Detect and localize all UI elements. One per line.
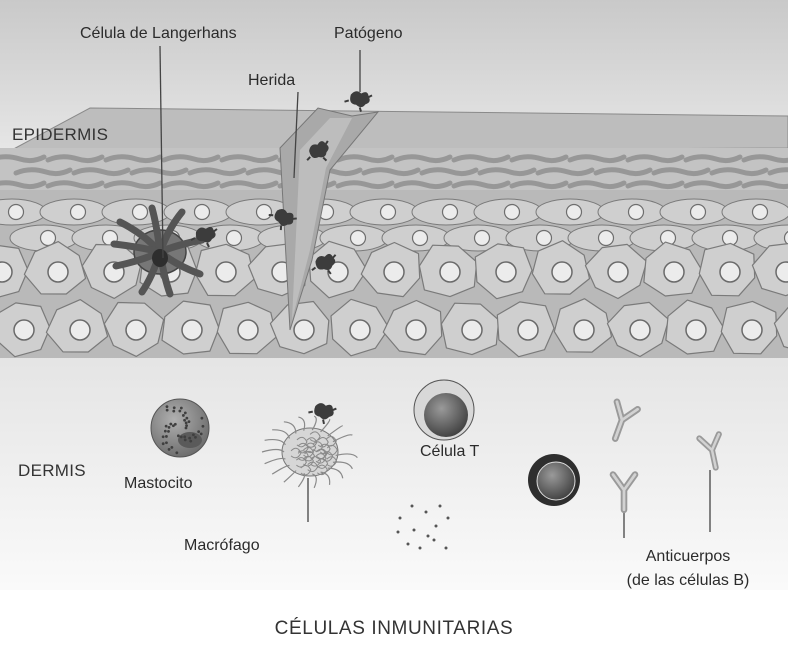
cell-nucleus xyxy=(567,205,582,220)
pathogen-label: Patógeno xyxy=(334,25,403,43)
cell-nucleus xyxy=(216,262,236,282)
cell-nucleus xyxy=(630,320,650,340)
cell-nucleus xyxy=(496,262,516,282)
granule-dot xyxy=(413,529,416,532)
cell-nucleus xyxy=(384,262,404,282)
cell-nucleus xyxy=(238,320,258,340)
cell-nucleus xyxy=(518,320,538,340)
cell-nucleus xyxy=(552,262,572,282)
dermis-label: DERMIS xyxy=(18,462,86,480)
cell-nucleus xyxy=(440,262,460,282)
cell-nucleus xyxy=(720,262,740,282)
cell-nucleus xyxy=(599,231,614,246)
cell-nucleus xyxy=(475,231,490,246)
diagram-title: CÉLULAS INMUNITARIAS xyxy=(275,620,514,638)
granule-dot xyxy=(433,539,436,542)
antibodies-label: Anticuerpos xyxy=(646,548,731,566)
cell-nucleus xyxy=(195,205,210,220)
cell-nucleus xyxy=(537,231,552,246)
antibodies-source-label: (de las células B) xyxy=(627,572,750,590)
cell-nucleus xyxy=(381,205,396,220)
cell-nucleus xyxy=(686,320,706,340)
cell-nucleus xyxy=(227,231,242,246)
b-cell xyxy=(528,454,580,506)
t-cell-label: Célula T xyxy=(420,443,479,461)
cell-nucleus xyxy=(664,262,684,282)
cell-nucleus xyxy=(133,205,148,220)
langerhans-nucleus xyxy=(152,249,168,267)
granule-dot xyxy=(407,543,410,546)
granule-dot xyxy=(445,547,448,550)
granule-dot xyxy=(411,505,414,508)
macrophage-label: Macrófago xyxy=(184,537,260,555)
langerhans-label: Célula de Langerhans xyxy=(80,25,237,43)
cell-nucleus xyxy=(443,205,458,220)
cell-nucleus xyxy=(351,231,366,246)
granule-dot xyxy=(399,517,402,520)
cell-nucleus xyxy=(350,320,370,340)
cell-nucleus xyxy=(574,320,594,340)
granule-dot xyxy=(397,531,400,534)
granule-dot xyxy=(419,547,422,550)
wound-label: Herida xyxy=(248,72,295,90)
cell-nucleus xyxy=(294,320,314,340)
cell-nucleus xyxy=(629,205,644,220)
mast-cell xyxy=(151,399,209,457)
granule-dot xyxy=(427,535,430,538)
cell-nucleus xyxy=(742,320,762,340)
cell-nucleus xyxy=(9,205,24,220)
cell-nucleus xyxy=(691,205,706,220)
cell-nucleus xyxy=(14,320,34,340)
cell-nucleus xyxy=(608,262,628,282)
cell-nucleus xyxy=(48,262,68,282)
cell-nucleus xyxy=(71,205,86,220)
granule-dot xyxy=(439,505,442,508)
cell-nucleus xyxy=(505,205,520,220)
mast-cell-label: Mastocito xyxy=(124,475,192,493)
granule-dot xyxy=(425,511,428,514)
epidermis-surface xyxy=(8,108,788,152)
cell-nucleus xyxy=(413,231,428,246)
cell-nucleus xyxy=(257,205,272,220)
cell-nucleus xyxy=(126,320,146,340)
cell-nucleus xyxy=(406,320,426,340)
cell-nucleus xyxy=(753,205,768,220)
t-cell xyxy=(414,380,474,440)
cell-nucleus xyxy=(182,320,202,340)
epidermis-label: EPIDERMIS xyxy=(12,126,108,144)
granule-dot xyxy=(435,525,438,528)
cell-nucleus xyxy=(70,320,90,340)
cell-nucleus xyxy=(462,320,482,340)
granule-dot xyxy=(447,517,450,520)
